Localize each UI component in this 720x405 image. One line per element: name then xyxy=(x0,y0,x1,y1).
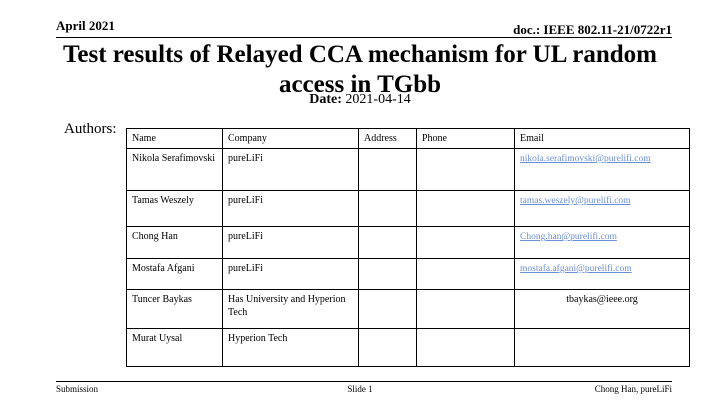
author-company: Hyperion Tech xyxy=(222,328,359,367)
author-address xyxy=(358,258,417,290)
author-phone xyxy=(416,226,515,259)
header-date: April 2021 xyxy=(56,18,115,33)
footer-divider xyxy=(56,381,672,382)
author-address xyxy=(358,328,417,367)
author-email-link[interactable]: mostafa.afgani@purelifi.com xyxy=(520,264,632,274)
author-company: pureLiFi xyxy=(222,190,359,227)
author-email-link[interactable]: Chong.han@purelifi.com xyxy=(520,232,617,242)
author-email-cell: nikola.serafimovski@purelifi.com xyxy=(514,148,690,191)
column-header-address: Address xyxy=(358,128,417,149)
author-phone xyxy=(416,148,515,191)
column-header-company: Company xyxy=(222,128,359,149)
author-company: pureLiFi xyxy=(222,258,359,290)
author-email-link[interactable]: nikola.serafimovski@purelifi.com xyxy=(520,154,651,164)
author-address xyxy=(358,148,417,191)
author-name: Mostafa Afgani xyxy=(126,258,223,290)
slide-title: Test results of Relayed CCA mechanism fo… xyxy=(63,41,657,98)
author-email-cell: Chong.han@purelifi.com xyxy=(514,226,690,259)
table-row: Murat Uysal Hyperion Tech xyxy=(126,328,690,367)
author-address xyxy=(358,226,417,259)
column-header-email: Email xyxy=(514,128,690,149)
column-header-name: Name xyxy=(126,128,223,149)
slide-date: Date: 2021-04-14 xyxy=(0,92,720,108)
author-email: tbaykas@ieee.org xyxy=(514,289,690,329)
footer-submission: Submission xyxy=(56,384,99,394)
author-email xyxy=(514,328,690,367)
author-email-link[interactable]: tamas.weszely@purelifi.com xyxy=(520,196,631,206)
date-label: Date: xyxy=(309,92,342,107)
column-header-phone: Phone xyxy=(416,128,515,149)
table-row: Nikola Serafimovski pureLiFi nikola.sera… xyxy=(126,148,690,191)
author-email-cell: tamas.weszely@purelifi.com xyxy=(514,190,690,227)
header-divider xyxy=(56,37,672,38)
table-row: Mostafa Afgani pureLiFi mostafa.afgani@p… xyxy=(126,258,690,290)
author-phone xyxy=(416,328,515,367)
author-company: pureLiFi xyxy=(222,148,359,191)
authors-label: Authors: xyxy=(64,121,117,137)
table-header-row: Name Company Address Phone Email xyxy=(126,128,690,149)
author-name: Tamas Weszely xyxy=(126,190,223,227)
author-company: pureLiFi xyxy=(222,226,359,259)
author-name: Chong Han xyxy=(126,226,223,259)
authors-table: Name Company Address Phone Email Nikola … xyxy=(126,128,690,367)
header-doc-id: doc.: IEEE 802.11-21/0722r1 xyxy=(513,22,672,37)
footer-author: Chong Han, pureLiFi xyxy=(594,384,672,394)
author-phone xyxy=(416,258,515,290)
author-email-cell: mostafa.afgani@purelifi.com xyxy=(514,258,690,290)
author-address xyxy=(358,289,417,329)
footer-slide-number: Slide 1 xyxy=(347,384,373,394)
author-phone xyxy=(416,289,515,329)
table-row: Tamas Weszely pureLiFi tamas.weszely@pur… xyxy=(126,190,690,227)
table-row: Tuncer Baykas Has University and Hyperio… xyxy=(126,289,690,329)
author-name: Tuncer Baykas xyxy=(126,289,223,329)
author-name: Murat Uysal xyxy=(126,328,223,367)
author-company: Has University and Hyperion Tech xyxy=(222,289,359,329)
author-name: Nikola Serafimovski xyxy=(126,148,223,191)
author-phone xyxy=(416,190,515,227)
table-row: Chong Han pureLiFi Chong.han@purelifi.co… xyxy=(126,226,690,259)
author-address xyxy=(358,190,417,227)
date-value: 2021-04-14 xyxy=(345,92,411,107)
